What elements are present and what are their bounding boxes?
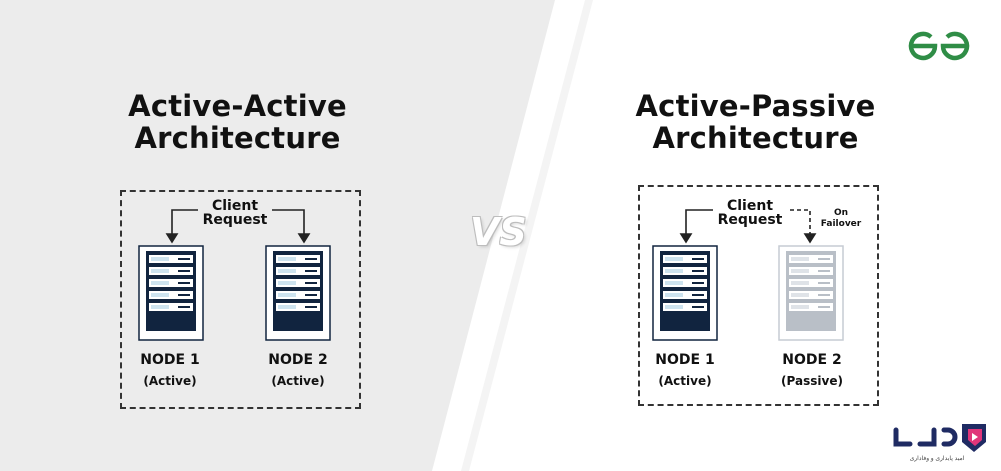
- left-client-request-label: Client Request: [190, 199, 280, 227]
- right-node2-server-icon: [778, 245, 844, 341]
- left-node1-state: (Active): [143, 374, 197, 388]
- failover-label: Failover: [820, 219, 862, 229]
- left-node1-name: NODE 1: [140, 352, 200, 368]
- right-client-request-label: Client Request: [705, 199, 795, 227]
- vs-label: VS: [470, 210, 527, 254]
- left-node2-server-icon: [265, 245, 331, 341]
- left-request-label: Request: [202, 212, 268, 228]
- active-passive-frame: [638, 185, 879, 406]
- active-active-title-line1: Active-Active: [128, 89, 347, 123]
- geeksforgeeks-logo-icon: [908, 31, 970, 61]
- left-node2-name: NODE 2: [268, 352, 328, 368]
- right-node1-name: NODE 1: [655, 352, 715, 368]
- left-node1-server-icon: [138, 245, 204, 341]
- watermark-logo-icon: [893, 424, 986, 452]
- right-node2-state: (Passive): [781, 374, 843, 388]
- active-active-title-line2: Architecture: [134, 121, 341, 155]
- active-passive-title-line1: Active-Passive: [635, 89, 876, 123]
- right-client-label: Client: [726, 198, 774, 214]
- right-node1-state: (Active): [658, 374, 712, 388]
- right-request-label: Request: [717, 212, 783, 228]
- on-failover-label: On Failover: [816, 208, 866, 230]
- right-node2-name: NODE 2: [782, 352, 842, 368]
- active-active-title: Active-Active Architecture: [100, 90, 375, 154]
- right-node1-server-icon: [652, 245, 718, 341]
- active-passive-title-line2: Architecture: [652, 121, 859, 155]
- active-passive-title: Active-Passive Architecture: [618, 90, 893, 154]
- left-client-label: Client: [211, 198, 259, 214]
- active-active-frame: [120, 190, 361, 409]
- watermark-text: امید پایداری و وفاداری: [909, 456, 965, 462]
- on-label: On: [833, 208, 849, 218]
- left-node2-state: (Active): [271, 374, 325, 388]
